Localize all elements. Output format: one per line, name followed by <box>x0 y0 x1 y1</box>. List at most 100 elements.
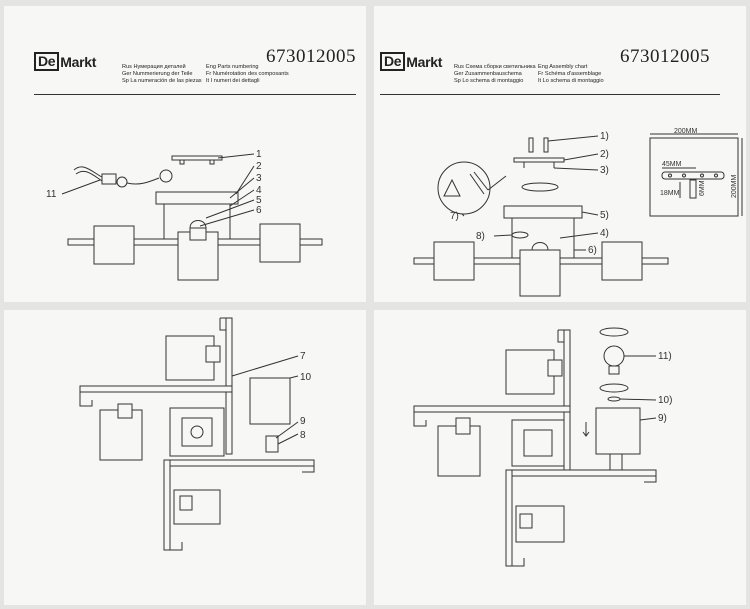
brand-logo-mark: De <box>380 52 406 71</box>
callout-leader <box>493 234 513 237</box>
assembly-arrow <box>582 431 590 437</box>
callout-leader <box>231 355 299 377</box>
callout-number: 8 <box>300 430 306 441</box>
connector-detail-circle <box>437 161 491 215</box>
callout-number: 10 <box>300 372 312 383</box>
frame-end-ornament <box>219 317 232 331</box>
bracket-stem <box>689 179 697 199</box>
callout-number: 1) <box>600 131 609 142</box>
brand-logo: De Markt <box>380 52 442 71</box>
bracket-hole <box>668 173 672 178</box>
sheet-parts-numbering: De Markt 673012005 Rus Нумерация деталей… <box>4 6 366 302</box>
bulb-icon <box>455 417 471 435</box>
dimension-label: 200MM <box>731 174 738 198</box>
frame-bar <box>505 469 657 477</box>
bracket-hole <box>700 173 704 178</box>
shade-ring <box>599 383 629 393</box>
frame-bar <box>505 469 513 567</box>
callout-leader <box>639 417 657 421</box>
canopy <box>503 205 583 219</box>
cable-clamp <box>159 169 173 183</box>
callout-leader <box>205 199 255 219</box>
callout-number: 7 <box>300 351 306 362</box>
dimension-label: 45MM <box>662 161 682 168</box>
heading-row: Rus Нумерация деталей Eng Parts numberin… <box>122 64 289 71</box>
heading-text: Ger Nummerierung der Teile <box>122 71 193 78</box>
frame-end-ornament <box>557 329 570 343</box>
wire <box>126 177 160 185</box>
callout-leader <box>199 209 255 227</box>
callout-number: 1 <box>256 149 262 160</box>
frame-end-ornament <box>413 412 427 427</box>
mounting-plate <box>513 157 565 163</box>
callout-number: 3 <box>256 173 262 184</box>
callout-number: 9) <box>658 413 667 424</box>
heading-text: Fr Numérotation des composants <box>206 71 289 78</box>
callout-leader <box>559 232 599 239</box>
callout-leader <box>581 211 599 216</box>
frame-bar <box>163 459 171 551</box>
product-code: 673012005 <box>266 46 356 67</box>
heading-text: Eng Parts numbering <box>206 64 259 70</box>
callout-number: 7) <box>450 211 459 222</box>
callout-leader <box>619 398 657 401</box>
glass-shade <box>93 225 135 265</box>
callout-number: 2 <box>256 161 262 172</box>
callout-leader <box>229 177 255 199</box>
callout-number: 11) <box>658 351 672 362</box>
brand-logo-text: Markt <box>60 53 97 70</box>
bulb-icon <box>547 359 563 377</box>
brand-logo: De Markt <box>34 52 96 71</box>
callout-leader <box>275 421 299 439</box>
frame-end-ornament <box>79 392 93 407</box>
assembly-drawing: 1) 2) 3) 4) 5) 6) 7) 8) 200MM 200MM 45MM… <box>413 128 743 297</box>
callout-leader <box>461 213 465 217</box>
glass-shade <box>259 223 301 263</box>
heading-text: It I numeri dei dettagli <box>206 78 260 85</box>
glass-shade <box>601 241 643 281</box>
heading-row: Rus Схема сборки светильника Eng Assembl… <box>454 64 604 71</box>
callout-leader <box>553 167 599 171</box>
heading-text: Rus Нумерация деталей <box>122 64 186 70</box>
wire <box>73 166 105 179</box>
callout-number: 9 <box>300 416 306 427</box>
callout-number: 11 <box>46 189 57 200</box>
brand-logo-mark: De <box>34 52 60 71</box>
warning-icon <box>443 178 461 197</box>
callout-leader <box>547 135 599 142</box>
canopy-hole <box>190 425 204 439</box>
canopy-inner <box>523 429 553 457</box>
heading-row: Sp La numeración de las piezas It I nume… <box>122 78 289 85</box>
terminal-block <box>101 173 117 185</box>
heading-row: Ger Nummerierung der Teile Fr Numérotati… <box>122 71 289 78</box>
dimension-label: 18MM <box>660 190 680 197</box>
frame-end-ornament <box>170 542 183 551</box>
bulb-icon <box>179 495 193 511</box>
callout-leader <box>61 179 101 195</box>
glass-shade <box>519 249 561 297</box>
header-rule <box>380 94 720 95</box>
bulb-icon <box>265 435 279 453</box>
bulb-icon <box>519 513 533 529</box>
frame-bar <box>79 385 233 393</box>
callout-leader <box>289 375 299 379</box>
frame-bar <box>563 329 571 471</box>
glass-shade <box>505 349 555 395</box>
callout-number: 5 <box>256 195 262 206</box>
callout-number: 6 <box>256 205 262 216</box>
heading-text: Rus Схема сборки светильника <box>454 64 536 70</box>
bulb-icon <box>117 403 133 419</box>
callout-number: 8) <box>476 231 485 242</box>
lamp-side-view-drawing: 1 2 3 4 5 6 11 <box>46 149 323 281</box>
heading-text: Fr Schéma d'assemblage <box>538 71 602 78</box>
bulb-icon <box>205 345 221 363</box>
heading-text: Sp La numeración de las piezas <box>122 78 202 85</box>
heading-text: Sp Lo schema di montaggio <box>454 78 524 85</box>
heading-row: Ger Zusammenbauschema Fr Schéma d'assemb… <box>454 71 604 78</box>
screw-icon <box>528 137 534 153</box>
washer <box>521 182 559 192</box>
glass-shade <box>249 377 291 425</box>
product-code: 673012005 <box>620 46 710 67</box>
callout-leader <box>277 433 299 445</box>
lamp-top-view-assembly-drawing: 11) 10) 9) <box>413 327 672 567</box>
